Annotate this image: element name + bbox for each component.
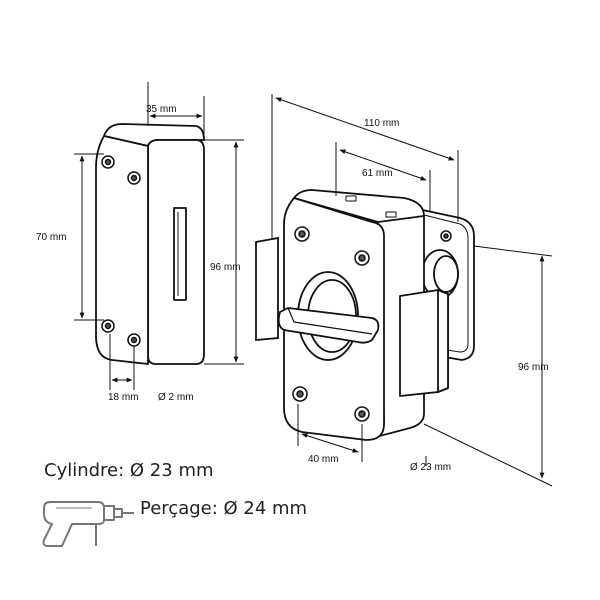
dim-block-inner-height: 70 mm — [36, 232, 67, 243]
dim-lock-width: 110 mm — [364, 118, 399, 129]
dim-lock-height: 96 mm — [518, 362, 549, 373]
dim-block-hole-diameter: Ø 2 mm — [158, 392, 194, 403]
lock-dimension-lines — [271, 94, 553, 487]
left-bolt — [255, 236, 279, 341]
thumb-turn — [277, 271, 380, 361]
strike-screw-holes — [101, 155, 141, 347]
strike-keeper — [95, 123, 205, 365]
dim-lock-body-width: 61 mm — [362, 168, 393, 179]
dim-block-hole-offset: 18 mm — [108, 392, 139, 403]
drilling-spec: Perçage: Ø 24 mm — [140, 498, 308, 519]
cylinder-spec: Cylindre: Ø 23 mm — [44, 460, 214, 481]
case-screw-holes — [292, 226, 452, 422]
deadbolt — [399, 289, 449, 397]
dim-block-height: 96 mm — [210, 262, 241, 273]
drill-icon — [42, 501, 134, 547]
dim-lock-hole-spacing: 40 mm — [308, 454, 339, 465]
dim-lock-cylinder-diameter: Ø 23 mm — [410, 462, 451, 473]
dim-block-width: 35 mm — [146, 104, 177, 115]
strike-dimension-lines — [74, 82, 244, 390]
